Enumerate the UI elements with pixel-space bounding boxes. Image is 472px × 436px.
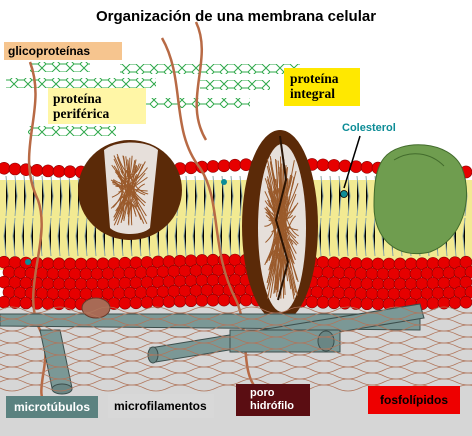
- peripheral-protein-label: proteína periférica: [48, 88, 146, 124]
- cytoskeleton: [0, 297, 472, 395]
- carbohydrate-chains: [6, 62, 300, 136]
- cholesterol-label: Colesterol: [342, 122, 396, 134]
- cholesterol-pointer: [25, 135, 361, 265]
- microtubules-label: microtúbulos: [6, 396, 98, 418]
- globular-protein: [373, 144, 468, 255]
- diagram-title: Organización de una membrana celular: [95, 8, 377, 25]
- phospholipids-label: fosfolípidos: [368, 386, 460, 414]
- glycoprotein-label: glicoproteínas: [4, 42, 122, 60]
- microfilaments-label: microfilamentos: [108, 394, 214, 418]
- peripheral-protein: [78, 140, 182, 240]
- integral-protein: [242, 130, 318, 322]
- hydrophilic-pore-label: poro hidrófilo: [236, 384, 310, 416]
- integral-protein-label: proteína integral: [284, 68, 360, 106]
